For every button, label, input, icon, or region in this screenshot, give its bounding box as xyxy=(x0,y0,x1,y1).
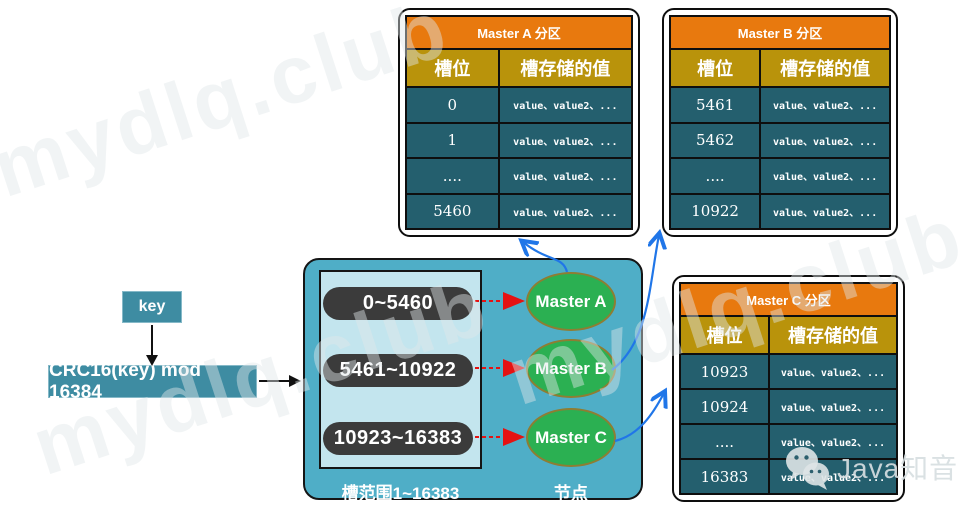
slot-cell: .... xyxy=(405,157,500,195)
value-cell: value、value2、... xyxy=(767,458,899,495)
slot-cell: 1 xyxy=(405,121,500,159)
slot-cell: 5461 xyxy=(668,86,762,124)
slot-cell: 16383 xyxy=(679,458,770,495)
table-title: Master C 分区 xyxy=(679,282,898,317)
value-column-header: 槽存储的值 xyxy=(759,48,891,88)
value-cell: value、value2、... xyxy=(759,157,891,195)
value-cell: value、value2、... xyxy=(759,192,891,230)
value-cell: value、value2、... xyxy=(497,192,634,230)
slot-range-pill: 5461~10922 xyxy=(323,354,473,387)
slot-column-header: 槽位 xyxy=(679,315,770,355)
slot-column-header: 槽位 xyxy=(405,48,500,88)
slot-cell: 5460 xyxy=(405,192,500,230)
slot-cell: .... xyxy=(679,423,770,460)
slot-range-pill: 0~5460 xyxy=(323,287,473,320)
slot-cell: 10923 xyxy=(679,353,770,390)
value-cell: value、value2、... xyxy=(767,388,899,425)
node-caption: 节点 xyxy=(554,484,588,503)
master-b-node: Master B xyxy=(526,339,616,398)
watermark-text: mydlq.club xyxy=(0,0,461,215)
value-column-header: 槽存储的值 xyxy=(767,315,899,355)
slot-range-caption: 槽范围1~16383 xyxy=(341,484,460,503)
master-a-node: Master A xyxy=(526,272,616,331)
slot-cell: 10922 xyxy=(668,192,762,230)
slot-cell: 10924 xyxy=(679,388,770,425)
value-cell: value、value2、... xyxy=(759,86,891,124)
slot-cell: 0 xyxy=(405,86,500,124)
slot-cell: 5462 xyxy=(668,121,762,159)
value-cell: value、value2、... xyxy=(497,86,634,124)
slot-cell: .... xyxy=(668,157,762,195)
value-column-header: 槽存储的值 xyxy=(497,48,634,88)
table-title: Master A 分区 xyxy=(405,15,633,50)
slot-range-pill: 10923~16383 xyxy=(323,422,473,455)
value-cell: value、value2、... xyxy=(759,121,891,159)
slot-column-header: 槽位 xyxy=(668,48,762,88)
master-c-node: Master C xyxy=(526,408,616,467)
table-title: Master B 分区 xyxy=(669,15,891,50)
value-cell: value、value2、... xyxy=(767,353,899,390)
value-cell: value、value2、... xyxy=(497,121,634,159)
value-cell: value、value2、... xyxy=(497,157,634,195)
value-cell: value、value2、... xyxy=(767,423,899,460)
key-box: key xyxy=(122,291,182,323)
crc16-formula-box: CRC16(key) mod 16384 xyxy=(48,360,257,403)
crc-to-cluster-arrow xyxy=(259,375,301,387)
